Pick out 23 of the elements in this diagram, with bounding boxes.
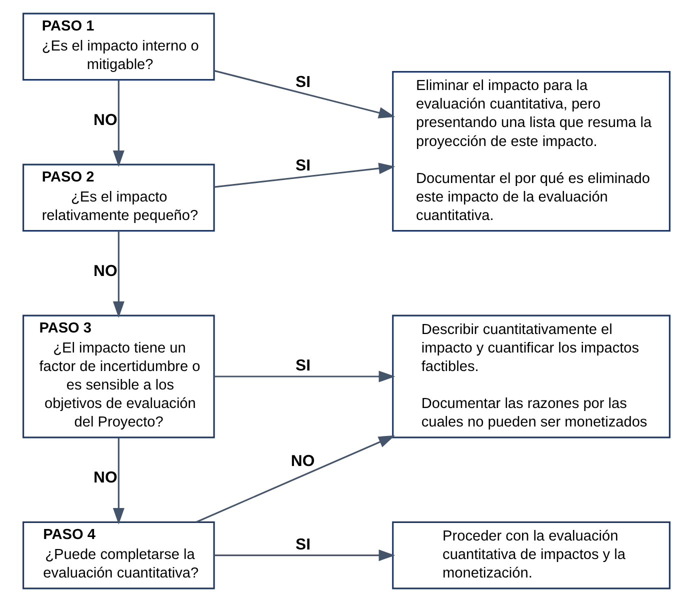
node-box: Eliminar el impacto para la evaluación cuantitativa, pero presentando una lista que resuma la proyección de este impacto. Documentar el por qué es eliminado este impacto de la evaluación cuantitativa. (392, 71, 670, 232)
arrow (196, 435, 396, 523)
edge-label: NO (94, 112, 118, 129)
arrow (112, 80, 124, 167)
arrow (214, 162, 396, 188)
edge-label: NO (290, 453, 315, 470)
arrow (112, 230, 124, 318)
node-box: Proceder con la evaluación cuantitativa de impactos y la monetización. (392, 521, 670, 590)
node-box: PASO 3 ¿El impacto tiene un factor de incertidumbre o es sensible a los objetivos de evaluación del Proyecto? (22, 314, 215, 438)
edge-label: SI (296, 74, 311, 92)
node-box: Describir cuantitativamente el impacto y cuantificar los impactos factibles. Documentar las razones por las cuales no pueden ser monetizados (392, 314, 670, 438)
edge-label: NO (94, 470, 118, 487)
edge-label: SI (296, 158, 311, 175)
arrow (214, 550, 396, 562)
node-box: PASO 4 ¿Puede completarse la evaluación cuantitativa? (22, 521, 215, 590)
edge-label: SI (296, 536, 311, 554)
node-box: PASO 2 ¿Es el impacto relativamente pequeño? (22, 164, 215, 232)
edge-label: NO (94, 262, 118, 280)
edge-label: SI (296, 358, 311, 375)
node-box: PASO 1 ¿Es el impacto interno o mitigable? (22, 12, 215, 81)
arrow (214, 370, 396, 382)
arrow (214, 70, 396, 118)
arrow (112, 438, 124, 524)
